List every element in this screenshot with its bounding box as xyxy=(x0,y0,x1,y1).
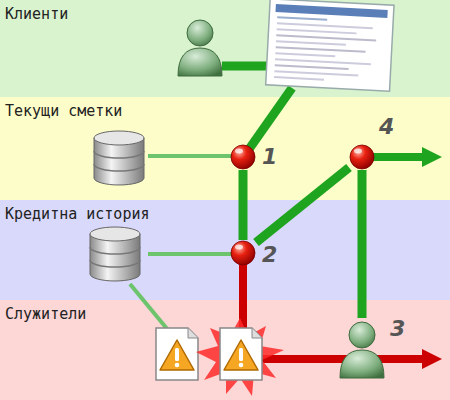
flow-line xyxy=(239,170,248,240)
flow-connector xyxy=(243,170,244,240)
flow-line xyxy=(222,62,272,71)
data-line xyxy=(130,284,168,330)
callout-number: 1 xyxy=(262,144,277,169)
warning-document xyxy=(220,328,262,380)
lane-title: Служители xyxy=(5,305,86,323)
decision-point: 1 xyxy=(230,144,256,170)
customer-icon xyxy=(178,20,222,76)
flow-arrow xyxy=(370,153,424,161)
database-icon xyxy=(94,131,144,185)
reject-arrow xyxy=(262,355,424,363)
flow-line xyxy=(358,170,367,318)
flow-line xyxy=(247,88,292,152)
decision-point: 4 xyxy=(349,144,375,170)
lane-title: Кредитна история xyxy=(5,205,150,223)
warning-document xyxy=(156,328,198,380)
decision-point: 2 xyxy=(230,240,256,266)
database-icon xyxy=(90,227,140,281)
arrow-head xyxy=(422,349,442,369)
flow-connector xyxy=(362,170,363,318)
employee-icon: 3 xyxy=(338,318,386,380)
data-line xyxy=(148,154,236,158)
callout-number: 2 xyxy=(262,242,277,267)
callout-number: 3 xyxy=(390,316,405,341)
lane-title: Клиенти xyxy=(5,5,68,23)
alert-burst xyxy=(196,318,284,396)
callout-number: 4 xyxy=(379,114,394,139)
flow-connector xyxy=(256,167,349,242)
application-form xyxy=(266,0,394,91)
swimlane-band: Кредитна история 2 xyxy=(0,200,450,300)
arrow-head xyxy=(422,147,442,167)
lane-title: Текущи сметки xyxy=(5,102,122,120)
flow-line xyxy=(256,167,349,242)
swimlane-band: Текущи сметки 1 4 xyxy=(0,97,450,200)
data-line xyxy=(148,252,236,256)
